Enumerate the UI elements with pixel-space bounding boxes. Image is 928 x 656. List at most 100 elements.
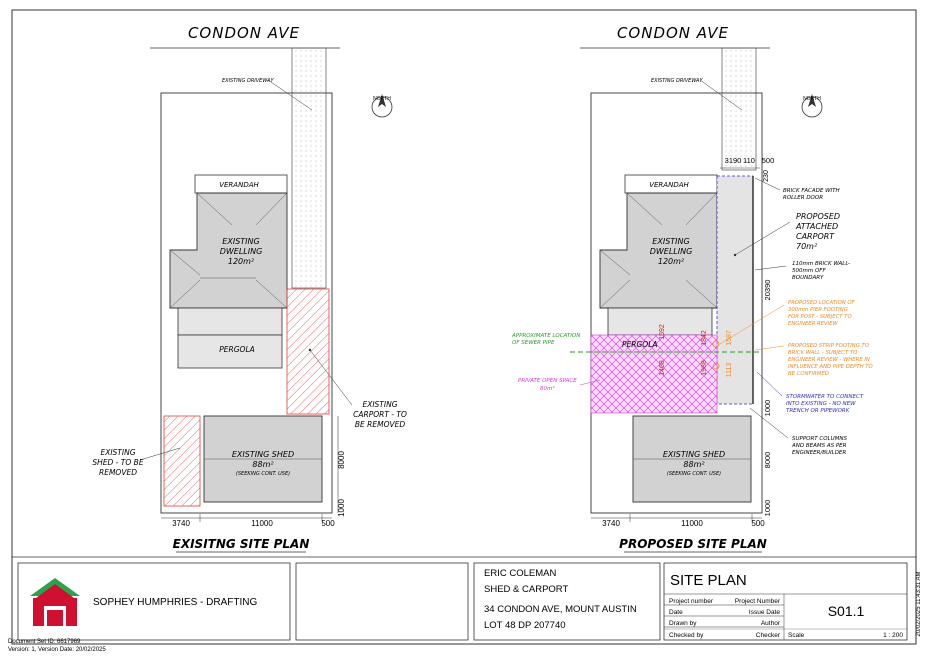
document-set-id: Document Set ID: 6617969 bbox=[8, 639, 81, 645]
pos-label-1: PRIVATE OPEN SPACE bbox=[518, 378, 577, 384]
timestamp: 20/02/2025 11:43:31 AM bbox=[916, 572, 922, 637]
row-label-date: Date bbox=[669, 609, 683, 616]
support-2: AND BEAMS AS PER bbox=[791, 443, 847, 449]
dim-v2: 1000 bbox=[337, 499, 346, 517]
street-name-right: CONDON AVE bbox=[617, 24, 729, 42]
strip-footing-1: PROPOSED STRIP FOOTING TO bbox=[788, 343, 869, 349]
version-info: Version: 1, Version Date: 20/02/2025 bbox=[8, 647, 106, 653]
shed-note-2: SHED - TO BE bbox=[92, 458, 143, 467]
p-dim-v: 230 bbox=[763, 170, 770, 182]
pergola-label: PERGOLA bbox=[219, 345, 255, 354]
row-label-drawn: Drawn by bbox=[669, 620, 697, 627]
carport-label-1: PROPOSED bbox=[796, 212, 840, 221]
brick-facade-1: BRICK FACADE WITH bbox=[783, 188, 840, 194]
post-footing-2: 300mm PIER FOOTING bbox=[788, 307, 848, 313]
dim-v1: 8000 bbox=[337, 451, 346, 469]
pergola bbox=[177, 334, 283, 369]
brick-wall-1: 110mm BRICK WALL- bbox=[792, 261, 850, 267]
p-side-dim-1: 20390 bbox=[763, 280, 772, 301]
dwelling-area: 120m² bbox=[228, 257, 255, 266]
support-3: ENGINEER/BUILDER bbox=[792, 450, 846, 456]
title-block: SOPHEY HUMPHRIES - DRAFTING ERIC COLEMAN… bbox=[12, 556, 922, 641]
existing-carport bbox=[286, 288, 330, 415]
p-dim-c: 500 bbox=[762, 156, 775, 165]
carport-note-1: EXISTING bbox=[362, 400, 397, 409]
shed-use: (SEEKING CONT. USE) bbox=[236, 471, 290, 477]
project-name: SHED & CARPORT bbox=[484, 584, 568, 595]
proposed-plan-title: PROPOSED SITE PLAN bbox=[619, 537, 767, 551]
p-pergola: PERGOLA bbox=[622, 340, 658, 349]
inner-dim-4: 1468 bbox=[659, 360, 666, 376]
stormwater-2: INTO EXISTING - NO NEW bbox=[786, 401, 856, 407]
row-value-drawn: Author bbox=[761, 620, 781, 627]
p-dim-mid: 11000 bbox=[681, 519, 703, 528]
shed-note-3: REMOVED bbox=[99, 468, 137, 477]
carport-label-3: CARPORT bbox=[796, 232, 835, 241]
north-label-right: NORTH bbox=[803, 96, 821, 102]
lot-number: LOT 48 DP 207740 bbox=[484, 620, 566, 631]
p-shed-label: EXISTING SHED bbox=[663, 450, 725, 459]
post-footing-4: ENGINEER REVIEW bbox=[788, 321, 839, 327]
shed-label: EXISTING SHED bbox=[232, 450, 294, 459]
existing-plan-title: EXISITNG SITE PLAN bbox=[173, 537, 310, 551]
p-dwelling-1: EXISTING bbox=[652, 237, 689, 246]
brick-wall-2: 500mm OFF bbox=[792, 268, 826, 274]
inner-dim-1: 1592 bbox=[659, 324, 666, 340]
p-dim-left: 3740 bbox=[602, 519, 620, 528]
house-logo-icon bbox=[30, 578, 80, 626]
client-name: ERIC COLEMAN bbox=[484, 568, 556, 579]
inner-dim-2: 1842 bbox=[701, 330, 708, 346]
p-dim-a: 3190 bbox=[725, 156, 742, 165]
north-arrow-right: NORTH bbox=[801, 94, 823, 118]
proposed-plan: CONDON AVE EXISTING DRIVEWAY 3190 110 50… bbox=[511, 24, 873, 553]
p-dwelling-2: DWELLING bbox=[650, 247, 693, 256]
strip-footing-4: INFLUENCE AND PIPE DEPTH TO bbox=[788, 364, 873, 370]
street-name-left: CONDON AVE bbox=[188, 24, 300, 42]
brick-facade-2: ROLLER DOOR bbox=[783, 195, 823, 201]
dwelling-label-2: DWELLING bbox=[220, 247, 263, 256]
row-value-project: Project Number bbox=[735, 598, 781, 605]
brick-wall-3: BOUNDARY bbox=[792, 275, 824, 281]
pos-label-2: 80m² bbox=[540, 385, 555, 392]
existing-plan: CONDON AVE EXISTING DRIVEWAY VERANDAH EX… bbox=[92, 24, 407, 553]
carport-area: 70m² bbox=[796, 242, 818, 251]
strip-footing-2: BRICK WALL - SUBJECT TO bbox=[788, 350, 857, 356]
p-shed-use: (SEEKING CONT. USE) bbox=[667, 471, 721, 477]
company-name: SOPHEY HUMPHRIES - DRAFTING bbox=[93, 597, 257, 608]
shed-note-1: EXISTING bbox=[100, 448, 135, 457]
p-shed-area: 88m² bbox=[683, 460, 705, 469]
p-dim-b: 110 bbox=[743, 156, 755, 165]
strip-footing-5: BE CONFIRMED bbox=[788, 371, 829, 377]
dim-right: 500 bbox=[321, 519, 335, 528]
scale-value: 1 : 200 bbox=[883, 632, 903, 639]
p-side-dim-4: 1000 bbox=[763, 500, 772, 517]
sewer-label-2: OF SEWER PIPE bbox=[512, 340, 555, 346]
inner-dim-6: 1113 bbox=[726, 363, 733, 378]
sheet-border bbox=[11, 9, 917, 645]
p-dim-right: 500 bbox=[751, 519, 765, 528]
dwelling-label-1: EXISTING bbox=[222, 237, 259, 246]
p-verandah: VERANDAH bbox=[649, 181, 689, 189]
carport-note-2: CARPORT - TO bbox=[353, 410, 407, 419]
shed-area: 88m² bbox=[252, 460, 274, 469]
sewer-label-1: APPROXIMATE LOCATION bbox=[511, 333, 580, 339]
p-side-dim-3: 8000 bbox=[763, 452, 772, 469]
row-value-checked: Checker bbox=[756, 632, 781, 639]
support-1: SUPPORT COLUMNS bbox=[792, 436, 848, 442]
stormwater-3: TRENCH OR PIPEWORK bbox=[786, 408, 850, 414]
p-side-dim-2: 1000 bbox=[763, 400, 772, 417]
p-driveway-label: EXISTING DRIVEWAY bbox=[651, 78, 703, 84]
north-arrow-left: NORTH bbox=[371, 94, 393, 118]
driveway bbox=[291, 47, 327, 289]
row-value-date: Issue Date bbox=[749, 609, 780, 616]
post-footing-1: PROPOSED LOCATION OF bbox=[788, 300, 856, 306]
strip-footing-3: ENGINEER REVIEW - WHERE IN bbox=[788, 357, 870, 363]
p-lot-boundary bbox=[590, 92, 763, 514]
row-label-checked: Checked by bbox=[669, 632, 704, 639]
sheet-title: SITE PLAN bbox=[670, 572, 747, 589]
verandah-label: VERANDAH bbox=[219, 181, 259, 189]
stormwater-1: STORMWATER TO CONNECT bbox=[786, 394, 864, 400]
dim-left: 3740 bbox=[172, 519, 190, 528]
project-address: 34 CONDON AVE, MOUNT AUSTIN bbox=[484, 604, 637, 615]
